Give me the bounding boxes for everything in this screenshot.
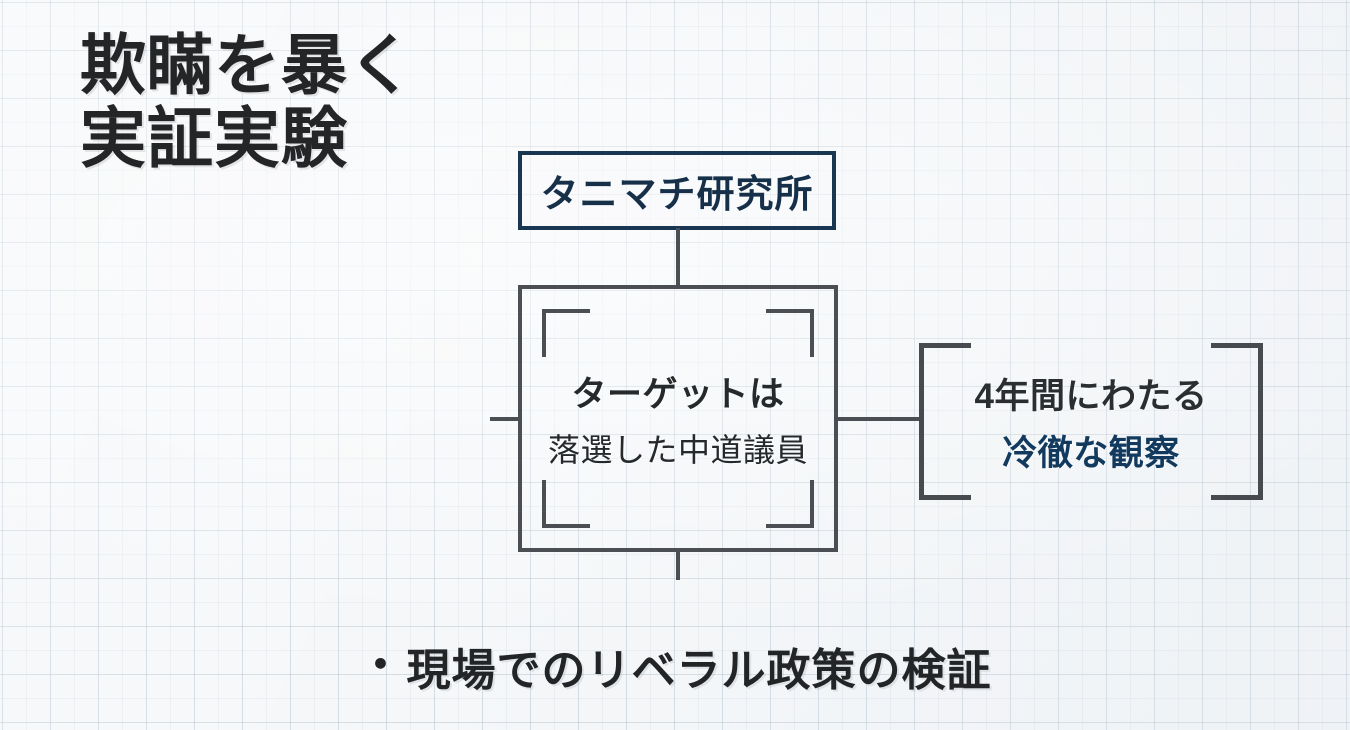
target-line-1: ターゲットは xyxy=(571,375,785,414)
observation-line-2: 冷徹な観察 xyxy=(1002,433,1180,473)
bullet-marker-icon: ・ xyxy=(358,641,403,690)
title-line-2: 実証実験 xyxy=(80,100,348,175)
connector-target-bottom-stub xyxy=(676,550,680,580)
page-title: 欺瞞を暴く 実証実験 xyxy=(80,28,415,175)
bracket-arm-left xyxy=(919,343,971,500)
bullet-row: ・ 現場でのリベラル政策の検証 xyxy=(0,634,1350,698)
corner-bracket-bottom-left xyxy=(542,480,590,528)
title-line-1: 欺瞞を暴く xyxy=(80,28,415,102)
observation-line-1: 4年間にわたる xyxy=(974,376,1208,416)
observation-bracket xyxy=(919,343,1263,500)
corner-bracket-bottom-right xyxy=(766,480,814,528)
observation-text: 4年間にわたる 冷徹な観察 xyxy=(919,343,1263,500)
connector-org-to-target xyxy=(676,228,680,287)
organization-box-label: タニマチ研究所 xyxy=(540,174,814,216)
bullet-text: 現場でのリベラル政策の検証 xyxy=(406,646,992,695)
corner-bracket-top-right xyxy=(766,309,814,357)
target-box-text: ターゲットは 落選した中道議員 xyxy=(518,285,838,552)
target-line-2: 落選した中道議員 xyxy=(547,432,808,468)
connector-target-left-stub xyxy=(490,417,520,421)
connector-target-to-observation xyxy=(836,417,922,421)
corner-bracket-top-left xyxy=(542,309,590,357)
target-box-corner-brackets xyxy=(518,285,838,552)
bracket-arm-right xyxy=(1211,343,1263,500)
target-box-outline xyxy=(518,285,838,552)
organization-box: タニマチ研究所 xyxy=(518,151,836,230)
